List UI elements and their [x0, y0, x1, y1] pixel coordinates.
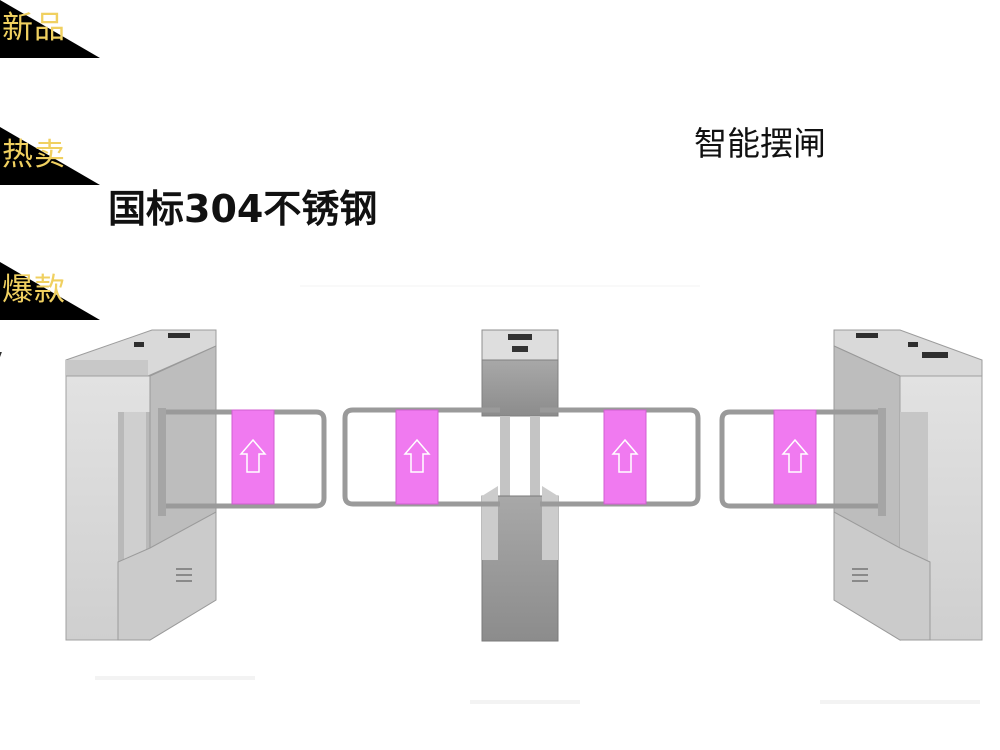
badge-background: [0, 0, 100, 58]
left-swing-arm: [166, 409, 327, 509]
pink-panel-2: [395, 409, 439, 505]
up-arrow-icon: [239, 438, 267, 473]
badge-background: [0, 127, 100, 185]
right-swing-arm: [719, 409, 878, 509]
pink-panel-3: [603, 409, 647, 505]
up-arrow-icon: [403, 438, 431, 473]
pink-panel-1: [231, 409, 275, 505]
center-cabinet: [481, 329, 559, 642]
badge-label: 爆款: [2, 272, 66, 308]
badge-bestseller: 爆款: [0, 262, 100, 320]
product-name: 智能摆闸: [694, 124, 826, 163]
badge-hot: 热卖: [0, 127, 100, 185]
up-arrow-icon: [611, 438, 639, 473]
left-cabinet: [0, 329, 217, 641]
right-cabinet: [833, 329, 983, 641]
pink-panel-4: [773, 409, 817, 505]
floor-shadow: [95, 285, 980, 704]
badge-new: 新品: [0, 0, 100, 58]
badge-label: 热卖: [2, 137, 66, 173]
center-left-swing-arm: [342, 407, 500, 507]
badge-label: 新品: [2, 10, 66, 46]
material-headline: 国标304不锈钢: [108, 187, 378, 231]
up-arrow-icon: [781, 438, 809, 473]
center-right-swing-arm: [540, 407, 701, 507]
badge-background: [0, 262, 100, 320]
